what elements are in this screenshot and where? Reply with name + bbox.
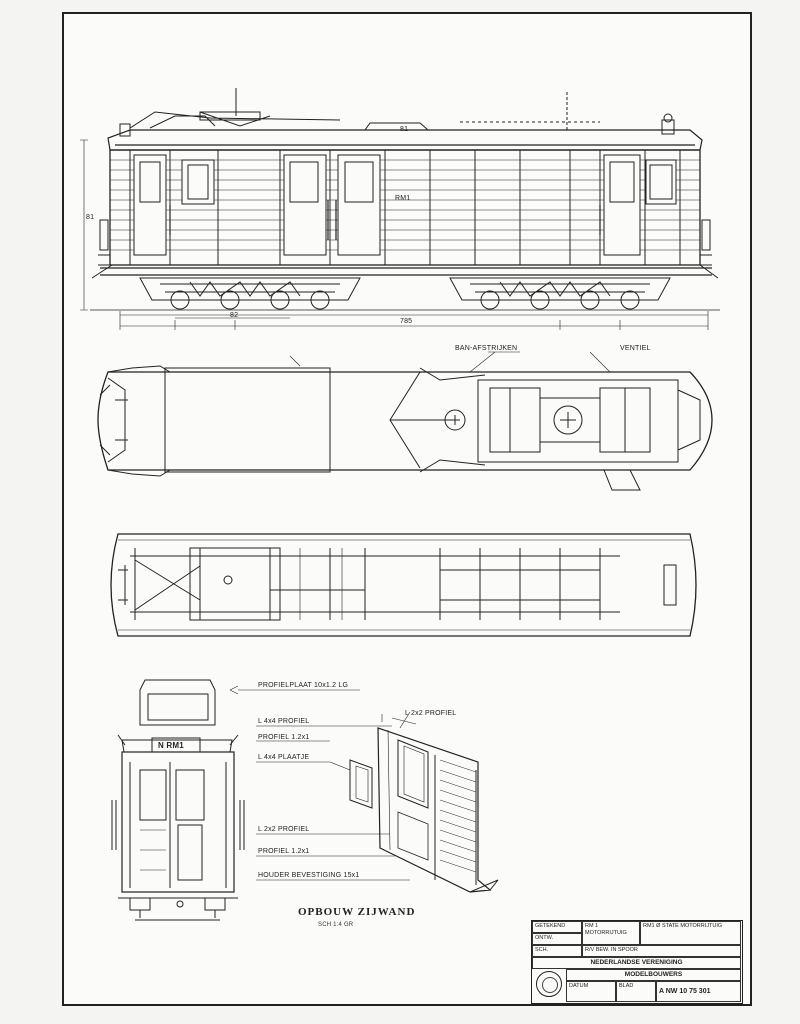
callout-5: PROFIEL 1.2x1: [258, 848, 310, 855]
tb-cell-2: RM 1 MOTORRIJTUIG: [582, 921, 640, 945]
side-elevation: [80, 88, 720, 330]
section-title: OPBOUW ZIJWAND: [298, 906, 416, 918]
plan-label-0: BAN-AFSTRIJKEN: [455, 345, 518, 352]
dim-center-distance: 785: [400, 318, 413, 325]
destination-sign: N RM1: [158, 741, 184, 750]
plan-label-1: VENTIEL: [620, 345, 651, 352]
dimension-lines: [80, 139, 709, 330]
org-name-line2: MODELBOUWERS: [566, 969, 741, 981]
side-planking: [110, 159, 700, 251]
tb-cell-0: GETEKEND: [532, 921, 582, 933]
plan-outline: [97, 371, 713, 471]
end-view: [111, 679, 411, 921]
plan-wheel-center: [553, 405, 583, 435]
callout-4: L 2x2 PROFIEL: [258, 826, 310, 833]
callout-0: PROFIELPLAAT 10x1.2 LG: [258, 682, 349, 689]
pantograph: [129, 88, 341, 129]
side-wall-panel: [349, 717, 499, 893]
org-name-line1: NEDERLANDSE VERENIGING: [532, 957, 741, 969]
callout-3: L 4x4 PLAATJE: [258, 754, 310, 761]
tb-cell-6: DATUM: [566, 981, 616, 1002]
underframe-view: [110, 533, 697, 637]
doors-windows: [133, 154, 677, 256]
dim-wheelbase: 82: [230, 312, 239, 319]
tb-cell-5: R/V BEW. IN SPOOR: [582, 945, 741, 957]
callout-7: L 2x2 PROFIEL: [405, 710, 457, 717]
underframe: [100, 267, 712, 276]
callout-2: PROFIEL 1.2x1: [258, 734, 310, 741]
tb-cell-3: RM1 Ø STATE MOTORRIJTUIG: [640, 921, 741, 945]
car-body: [109, 149, 701, 266]
body-number: RM1: [395, 195, 411, 202]
bogie-left: [139, 277, 361, 310]
callout-leaders: [229, 685, 411, 881]
association-seal: [536, 971, 562, 997]
tb-cell-4: SCH.: [532, 945, 582, 957]
panel-outline: [377, 727, 492, 893]
roof-monitor: [364, 122, 429, 131]
underframe-outline: [110, 533, 697, 637]
tb-cell-1: ONTW.: [532, 933, 582, 945]
title-block: GETEKEND ONTW. RM 1 MOTORRIJTUIG RM1 Ø S…: [531, 920, 743, 1004]
bogie-right: [449, 277, 671, 310]
section-subtitle: SCH 1:4 GR: [318, 922, 354, 928]
roof-outline: [107, 129, 703, 151]
callout-1: L 4x4 PROFIEL: [258, 718, 310, 725]
tb-cell-7: BLAD: [616, 981, 656, 1002]
drawing-number: A NW 10 75 301: [656, 981, 741, 1002]
callout-6: HOUDER BEVESTIGING 15x1: [258, 872, 360, 879]
roof-mark: 81: [400, 126, 409, 133]
plan-view: [97, 351, 713, 491]
dim-height: 81: [86, 214, 95, 221]
